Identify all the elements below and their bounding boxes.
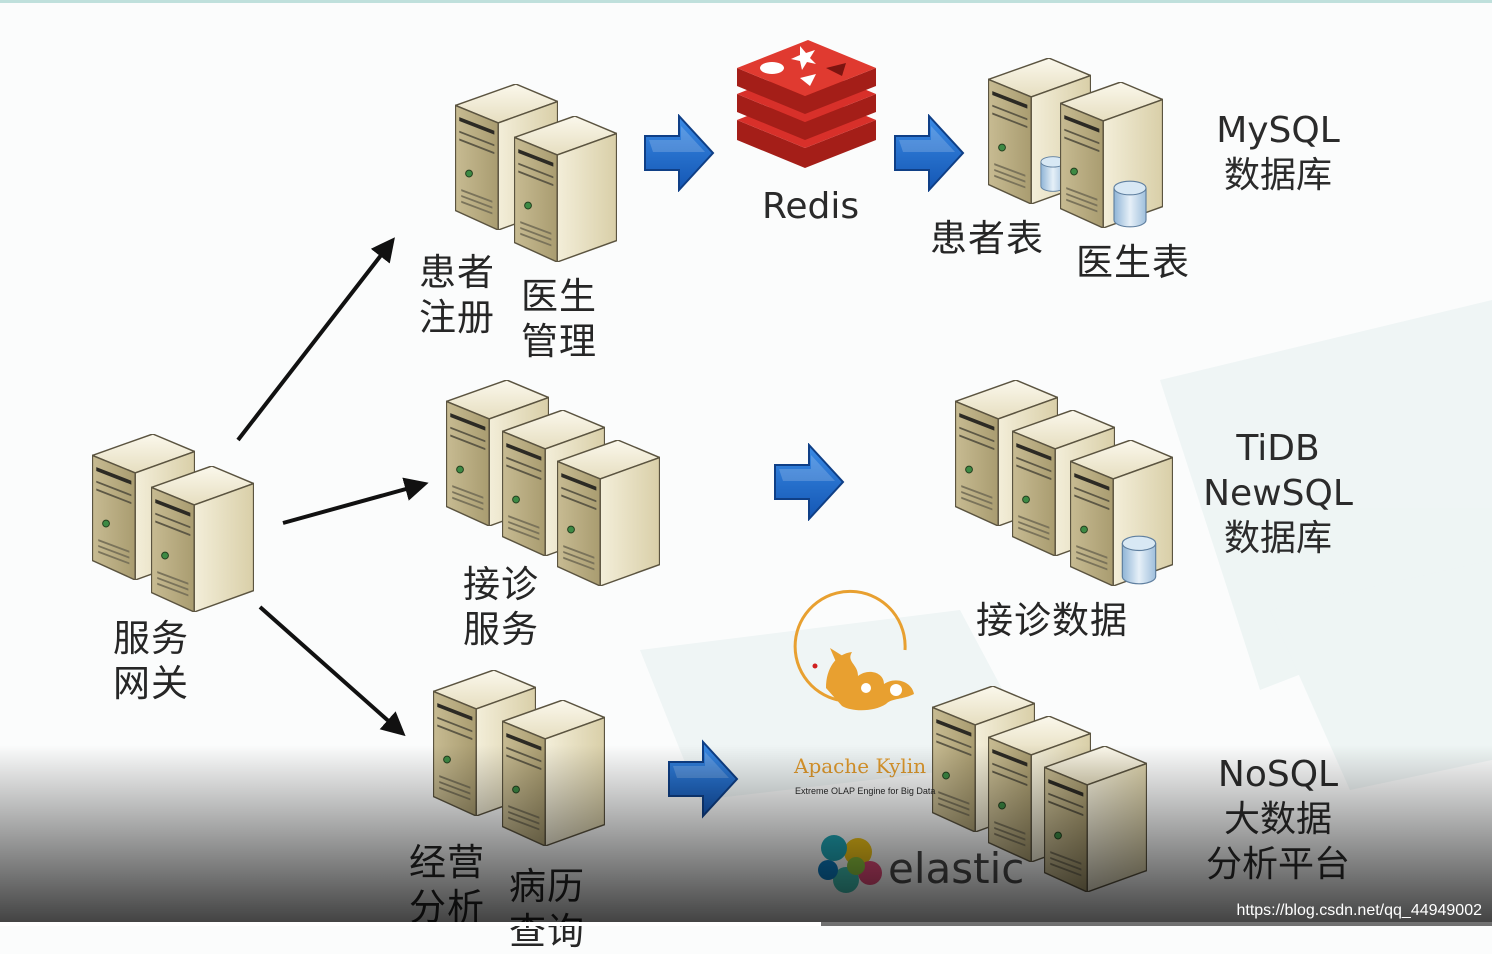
server-icon (151, 466, 254, 612)
gateway-arrows (236, 237, 429, 737)
visit-server-group (446, 380, 660, 586)
nosql-caption: NoSQL 大数据 分析平台 (1186, 752, 1370, 887)
blue-arrow-icon (644, 115, 714, 191)
doctor-table-label: 医生表 (1076, 241, 1190, 284)
database-icon (1121, 535, 1157, 585)
elastic-logo-icon (818, 835, 882, 893)
redis-logo (737, 40, 876, 168)
mysql-server-group (988, 58, 1163, 228)
kylin-name: Apache Kylin (794, 754, 927, 778)
gateway-label-line2: 网关 (113, 662, 189, 705)
arrow-to-business-analysis (258, 605, 406, 737)
tidb-caption-line3: 数据库 (1223, 518, 1332, 559)
visit-service-label: 接诊 服务 (458, 562, 544, 652)
visit-service-line2: 服务 (463, 608, 539, 651)
business-analysis-line1: 经营 (409, 841, 485, 884)
redis-label: Redis (762, 186, 860, 227)
watermark-url: https://blog.csdn.net/qq_44949002 (1236, 902, 1482, 919)
patient-register-line1: 患者 (419, 251, 495, 294)
tidb-server-group (955, 380, 1173, 586)
analysis-server-group (433, 670, 605, 846)
mysql-caption-line2: 数据库 (1223, 155, 1332, 196)
kylin-tagline: Extreme OLAP Engine for Big Data (795, 786, 936, 796)
mysql-caption-line1: MySQL (1216, 110, 1340, 151)
tidb-caption-line1: TiDB (1236, 428, 1320, 469)
video-progress-fill (0, 922, 821, 926)
server-icon (1060, 82, 1163, 228)
elastic-name: elastic (888, 844, 1025, 893)
video-progress-bar[interactable] (0, 922, 1492, 926)
top-border (0, 0, 1492, 3)
server-icon (514, 116, 617, 262)
mysql-caption: MySQL 数据库 (1196, 108, 1360, 198)
arrow-to-visit-service (282, 477, 429, 525)
gateway-label: 服务 网关 (108, 616, 194, 706)
gateway-label-line1: 服务 (113, 617, 189, 660)
visit-data-label: 接诊数据 (976, 599, 1128, 642)
patient-doctor-server-group (455, 84, 617, 262)
medical-record-line2: 查询 (509, 910, 585, 953)
doctor-manage-line2: 管理 (521, 320, 597, 363)
tidb-caption-line2: NewSQL (1203, 473, 1353, 514)
medical-record-label: 病历 查询 (504, 864, 590, 954)
server-icon (1044, 746, 1147, 892)
arrow-to-patient-register (236, 237, 395, 442)
nosql-caption-line2: 大数据 (1223, 799, 1332, 840)
tidb-caption: TiDB NewSQL 数据库 (1196, 426, 1360, 561)
medical-record-line1: 病历 (509, 865, 585, 908)
blue-arrow-icon (894, 115, 964, 191)
server-icon (557, 440, 660, 586)
gateway-server-group (92, 434, 254, 612)
nosql-caption-line1: NoSQL (1217, 754, 1339, 795)
business-analysis-label: 经营 分析 (404, 840, 490, 930)
patient-register-label: 患者 注册 (414, 250, 500, 340)
kylin-logo-icon (793, 589, 914, 711)
nosql-caption-line3: 分析平台 (1205, 844, 1350, 885)
patient-table-label: 患者表 (930, 217, 1044, 260)
database-icon (1113, 180, 1147, 228)
server-icon (502, 700, 605, 846)
server-icon (1070, 440, 1173, 586)
visit-service-line1: 接诊 (463, 563, 539, 606)
doctor-manage-line1: 医生 (521, 275, 597, 318)
patient-register-line2: 注册 (419, 296, 495, 339)
doctor-manage-label: 医生 管理 (516, 274, 602, 364)
blue-arrow-icon (774, 444, 844, 520)
